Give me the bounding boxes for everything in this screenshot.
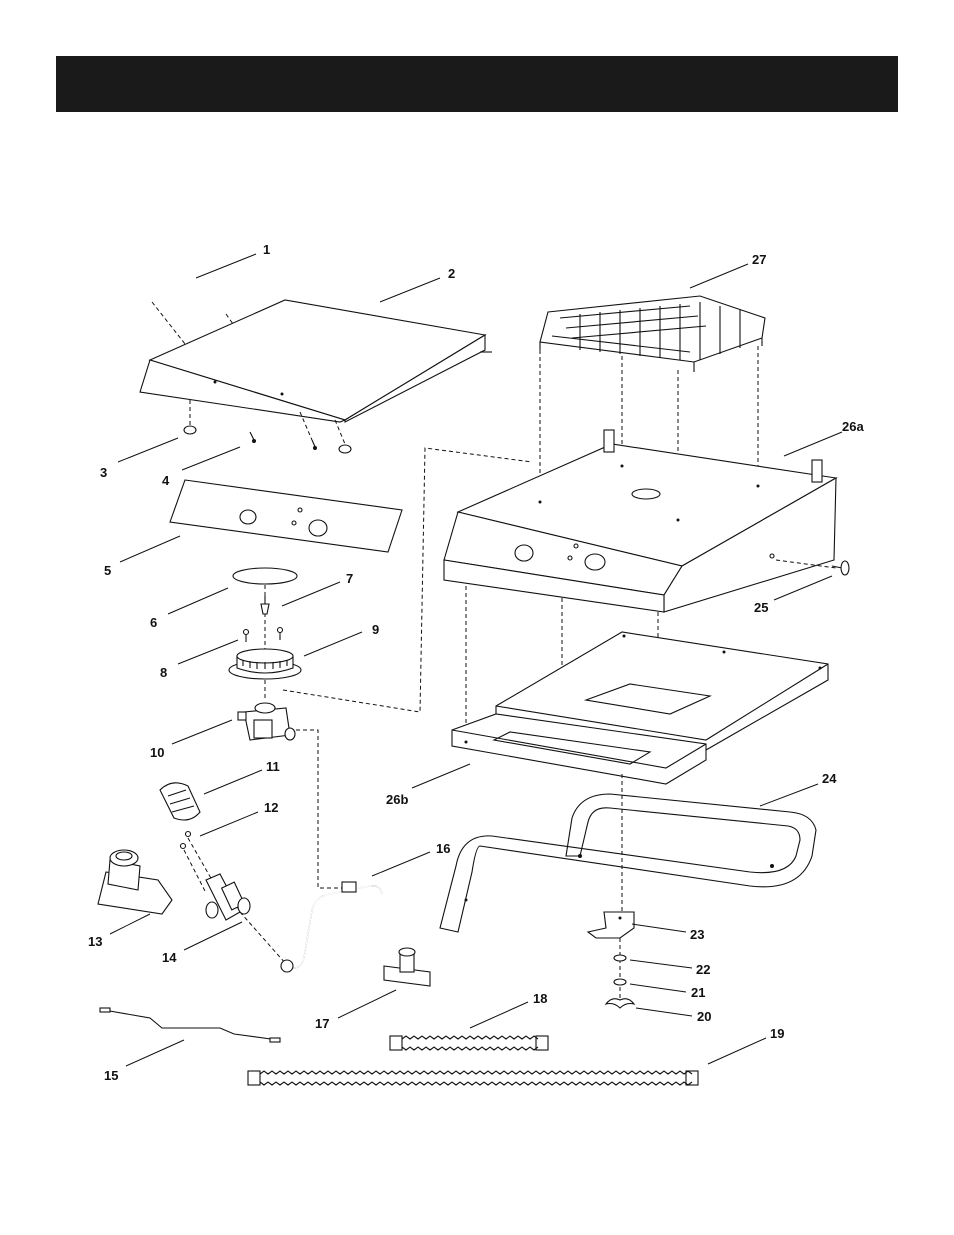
part-label-11: 11	[266, 759, 280, 774]
gas-valve	[206, 874, 286, 964]
part-label-3: 3	[100, 465, 107, 480]
part-label-12: 12	[264, 800, 278, 815]
part-label-14: 14	[162, 950, 177, 965]
bottom-tray	[452, 632, 828, 784]
part-label-9: 9	[372, 622, 379, 637]
lid-bumpers	[184, 426, 351, 453]
part-label-20: 20	[697, 1009, 711, 1024]
tee-fitting	[384, 948, 430, 986]
burner-head	[229, 649, 301, 679]
long-hose	[248, 1071, 698, 1085]
firebox-housing	[444, 430, 836, 612]
lid-handle	[150, 290, 228, 312]
part-label-15: 15	[104, 1068, 118, 1083]
burner-screws	[244, 596, 283, 642]
part-label-23: 23	[690, 927, 704, 942]
part-label-25: 25	[754, 600, 768, 615]
part-label-27: 27	[752, 252, 766, 267]
gas-valve-body	[238, 703, 295, 740]
part-label-5: 5	[104, 563, 111, 578]
part-label-10: 10	[150, 745, 164, 760]
control-faceplate	[170, 480, 402, 552]
part-label-1: 1	[263, 242, 270, 257]
burner-cap	[233, 568, 297, 584]
ignitor-module	[98, 850, 172, 914]
part-label-22: 22	[696, 962, 710, 977]
part-label-21: 21	[691, 985, 705, 1000]
part-label-19: 19	[770, 1026, 784, 1041]
gas-tube	[281, 882, 382, 972]
cooking-grate	[540, 296, 765, 372]
part-label-4: 4	[162, 473, 170, 488]
part-label-6: 6	[150, 615, 157, 630]
part-label-24: 24	[822, 771, 837, 786]
part-label-13: 13	[88, 934, 102, 949]
part-label-26b: 26b	[386, 792, 408, 807]
part-label-8: 8	[160, 665, 167, 680]
part-label-7: 7	[346, 571, 353, 586]
part-label-18: 18	[533, 991, 547, 1006]
control-knob	[160, 783, 200, 820]
part-label-26a: 26a	[842, 419, 864, 434]
leg-bracket-hardware	[588, 912, 634, 1008]
short-hose	[390, 1036, 548, 1050]
part-label-2: 2	[448, 266, 455, 281]
ignitor-wire	[100, 1008, 280, 1042]
part-label-17: 17	[315, 1016, 329, 1031]
part-label-16: 16	[436, 841, 450, 856]
support-frame	[440, 794, 816, 932]
lid	[140, 300, 492, 422]
